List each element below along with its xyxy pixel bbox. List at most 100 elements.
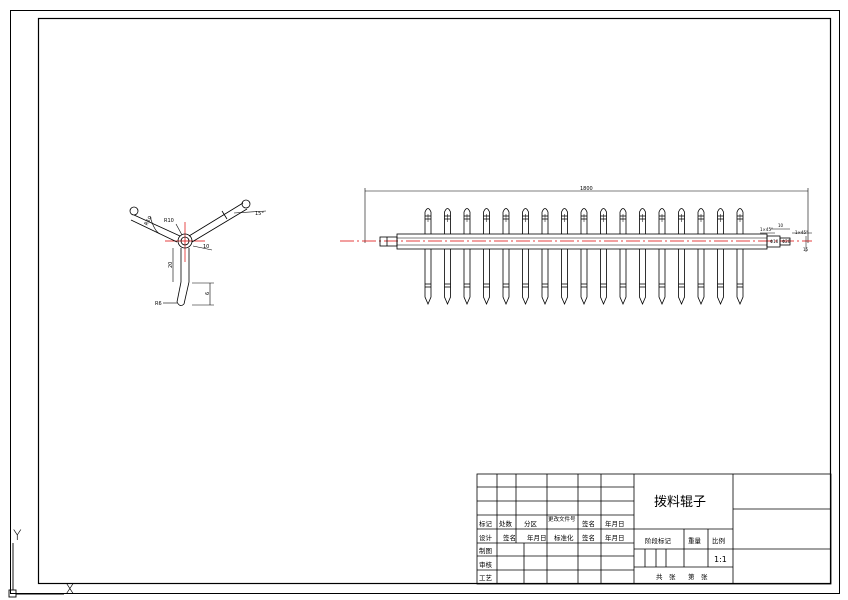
rod-bottom — [502, 249, 510, 306]
dim-right-a-label: 10 — [778, 223, 784, 228]
tb-label-weight: 重量 — [688, 537, 702, 545]
rod-top — [561, 208, 568, 234]
dim-right-d-label: Φ10 — [770, 239, 779, 244]
tb-label-standard: 标准化 — [554, 533, 574, 542]
rod-bottom — [600, 249, 607, 306]
dim-right-e-label: 15 — [803, 247, 809, 252]
rod-bottom — [658, 249, 666, 306]
rod-bottom — [561, 249, 568, 306]
tb-label-mark: 标记 — [479, 519, 493, 528]
rod-top — [697, 208, 705, 234]
tb-label-date: 年月日 — [605, 519, 625, 528]
rod-bottom — [619, 249, 627, 306]
right-journal-end — [779, 237, 791, 246]
rod-bottom — [541, 249, 549, 306]
tb-sheet-no: 第 张 — [688, 572, 708, 581]
arm-ur-edge2 — [191, 208, 248, 243]
hub-inner — [180, 236, 190, 246]
tb-label-drafting: 制图 — [479, 546, 492, 555]
tb-label-design: 设计 — [479, 533, 493, 542]
rod-bottom — [736, 249, 744, 306]
dim-d10-label: 10 — [203, 244, 209, 250]
rod-top — [444, 208, 451, 234]
tb-label-sign2: 签名 — [503, 533, 516, 542]
rod-top — [678, 208, 685, 234]
leader-r10 — [175, 223, 183, 236]
rod-top — [424, 208, 432, 234]
ucs-origin-box — [8, 589, 17, 598]
arm-ur-tip — [241, 199, 251, 209]
tb-label-change-doc: 更改文件号 — [548, 515, 576, 523]
arm-low-edge4 — [183, 281, 190, 305]
arm-low-tip — [176, 301, 185, 306]
ucs-icon — [8, 543, 64, 598]
tb-label-date2: 年月日 — [527, 533, 547, 542]
hub-outer — [177, 233, 193, 249]
rod-bottom — [580, 249, 588, 306]
tb-sheet-total: 共 张 — [656, 572, 676, 581]
arm-ul-edge2 — [130, 219, 178, 243]
side-view — [129, 199, 267, 306]
tb-label-review: 审核 — [479, 560, 493, 569]
tb-label-sign3: 签名 — [582, 533, 595, 542]
dim-line-15 — [233, 210, 267, 214]
tb-label-zone: 分区 — [524, 519, 538, 528]
rod-bottom — [522, 249, 529, 306]
rod-top — [502, 208, 510, 234]
dim-d6-label: 6 — [205, 292, 211, 295]
arm-ul-tip — [129, 206, 139, 216]
rod-bottom — [424, 249, 432, 306]
rod-top — [658, 208, 666, 234]
arm-ur-mark — [221, 210, 228, 220]
title-block — [476, 473, 832, 585]
dim-right-c-label: 1×45° — [760, 227, 773, 232]
rod-top — [483, 208, 490, 234]
outer-border — [10, 10, 840, 594]
tb-label-date3: 年月日 — [605, 533, 625, 542]
tb-label-scale: 比例 — [712, 536, 725, 545]
rod-top — [580, 208, 588, 234]
rod-top — [541, 208, 549, 234]
dim-r6-label: R6 — [155, 301, 162, 307]
side-view-labels: R10 R10 15° 10 20 6 R6 — [144, 211, 265, 307]
rod-bottom — [463, 249, 471, 306]
rod-group — [424, 208, 744, 306]
rod-top — [736, 208, 744, 234]
tb-label-process: 工艺 — [479, 574, 493, 582]
rod-bottom — [444, 249, 451, 306]
rod-bottom — [717, 249, 724, 306]
left-journal — [379, 236, 398, 247]
dim-right-f-label: Φ20 — [782, 239, 791, 244]
arm-ul-edge1 — [133, 214, 181, 237]
dim-line-10 — [192, 245, 213, 251]
rod-bottom — [483, 249, 490, 306]
arc-r10 — [149, 215, 161, 235]
dim-angle-label: 15° — [255, 211, 264, 217]
ucs-y-label: Y — [13, 528, 22, 544]
front-view-labels: 1800 10 1×45° 1×45° Φ10 15 Φ20 — [580, 186, 809, 252]
tb-label-stage: 阶段标记 — [645, 536, 672, 545]
front-view — [340, 188, 812, 306]
rod-bottom — [678, 249, 685, 306]
tb-label-sign: 签名 — [582, 519, 595, 528]
rod-bottom — [639, 249, 646, 306]
dim-overall-label: 1800 — [580, 186, 593, 192]
rod-bottom — [697, 249, 705, 306]
drawing-title: 拨料辊子 — [654, 495, 706, 510]
dim-d20-label: 20 — [168, 262, 174, 268]
rod-top — [717, 208, 724, 234]
dim-r10-label: R10 — [164, 218, 174, 224]
arm-low-edge3 — [176, 281, 182, 303]
ucs-x-label: X — [65, 582, 75, 598]
tb-label-count: 处数 — [499, 519, 513, 528]
dim-right-b-label: 1×45° — [795, 230, 808, 235]
inner-border — [37, 17, 832, 585]
shaft-body — [396, 233, 768, 250]
rod-top — [522, 208, 529, 234]
rod-top — [619, 208, 627, 234]
tb-scale-value: 1:1 — [714, 555, 727, 564]
dim-radius-label: R10 — [144, 215, 154, 227]
rod-top — [600, 208, 607, 234]
title-block-text: 拨料辊子 标记 处数 分区 更改文件号 签名 年月日 设计 签名 年月日 标准化… — [479, 495, 727, 582]
